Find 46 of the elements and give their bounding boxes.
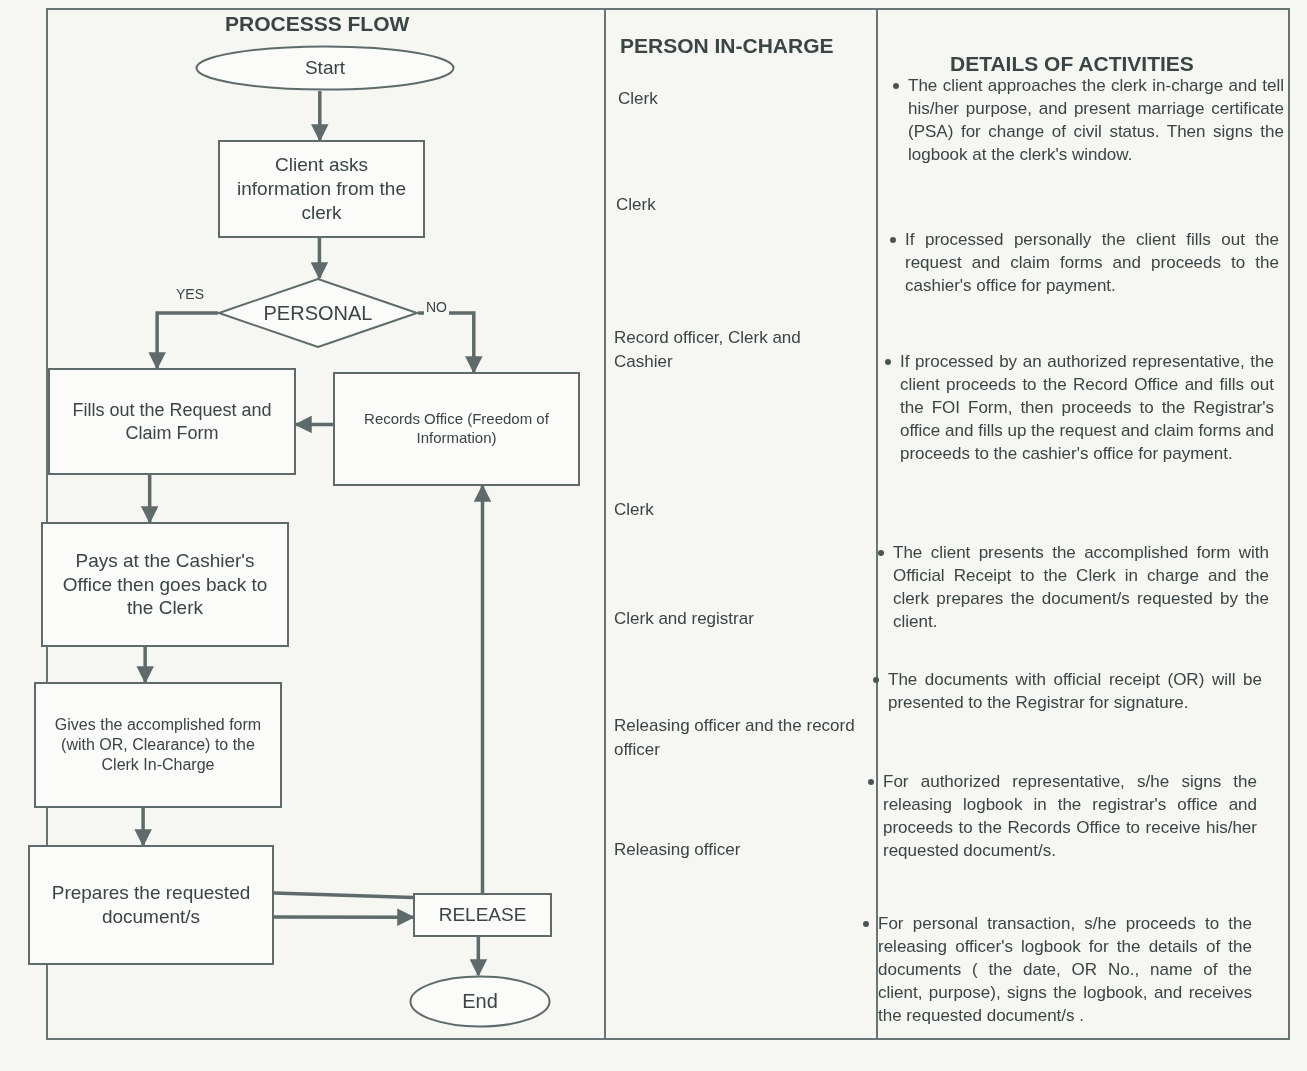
node-text: Client asks information from the clerk — [236, 153, 407, 225]
node-text: PERSONAL — [263, 300, 373, 326]
node-text: Start — [304, 56, 346, 80]
arrow — [311, 91, 329, 142]
terminal-ellipse — [409, 975, 551, 1028]
column-header: PERSON IN-CHARGE — [620, 33, 835, 59]
node-text: End — [462, 989, 498, 1014]
activity-text: The client presents the accomplished form with Official Receipt to the Clerk in charge and the clerk prepares the document/s requested by the client. — [893, 542, 1269, 633]
process-box — [413, 893, 552, 937]
person-text: Releasing officer and the record officer — [614, 715, 856, 761]
activity-text: If processed personally the client fills out the request and claim forms and proceeds to the cashier's office for payment. — [905, 229, 1279, 297]
arrow — [140, 475, 159, 524]
node-text: Pays at the Cashier's Office then goes back to the Clerk — [61, 548, 269, 621]
process-box — [218, 140, 425, 238]
arrow — [134, 808, 152, 847]
node-text: RELEASE — [438, 903, 527, 927]
column-header: PROCESSS FLOW — [225, 11, 411, 37]
person-text: Record officer, Clerk and Cashier — [614, 327, 802, 373]
activity-text: The documents with official receipt (OR) will be presented to the Registrar for signature. — [888, 669, 1262, 714]
column-header: DETAILS OF ACTIVITIES — [950, 51, 1195, 77]
arrow — [310, 238, 329, 280]
node-text: Gives the accomplished form (with OR, Clearance) to the Clerk In-Charge — [53, 715, 263, 775]
terminal-ellipse — [195, 45, 455, 91]
activity-text: If processed by an authorized representative, the client proceeds to the Record Office and fills out the FOI Form, then proceeds to the Registrar's office and fills up the request and claim forms and proceeds to the cashier's office for payment. — [900, 351, 1274, 465]
node-text: Fills out the Request and Claim Form — [71, 399, 273, 444]
person-text: Clerk and registrar — [614, 608, 755, 630]
arrow — [469, 937, 488, 977]
activity-text: For personal transaction, s/he proceeds to the releasing officer's logbook for the details of the documents ( the date, OR No., name of the client, purpose), signs the logbook, and receives the requested document/s . — [878, 913, 1252, 1027]
arrow — [148, 311, 218, 370]
person-text: Clerk — [616, 194, 657, 216]
process-box — [48, 368, 296, 475]
person-text: Releasing officer — [614, 839, 742, 861]
decision-diamond — [218, 278, 418, 348]
process-box — [333, 372, 580, 486]
node-text: Records Office (Freedom of Information) — [363, 410, 550, 448]
process-box — [28, 845, 274, 965]
arrow — [473, 484, 492, 893]
arrow — [274, 908, 415, 926]
activity-text: The client approaches the clerk in-charge and tell his/her purpose, and present marriage certificate (PSA) for change of civil status. Then signs the logbook at the clerk's window. — [908, 75, 1284, 166]
arrow — [136, 647, 154, 684]
person-text: Clerk — [618, 88, 659, 110]
node-text: Prepares the requested document/s — [50, 881, 252, 929]
person-text: Clerk — [614, 499, 655, 521]
process-box — [34, 682, 282, 808]
process-box — [41, 522, 289, 647]
activity-text: For authorized representative, s/he signs the releasing logbook in the registrar's office and proceeds to the Records Office to receive his/her requested document/s. — [883, 771, 1257, 862]
